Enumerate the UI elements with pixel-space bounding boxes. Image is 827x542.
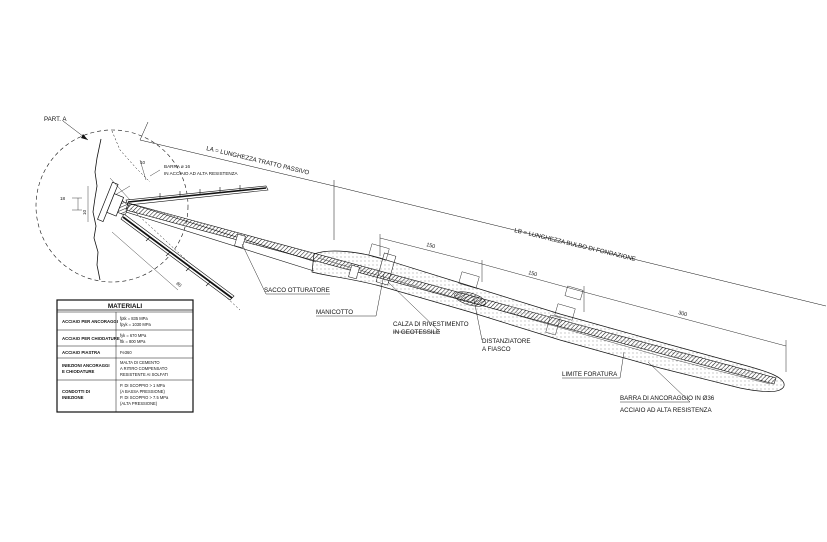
lower-nail	[111, 213, 235, 301]
callout-leaders	[241, 243, 691, 403]
dim-10: 10	[140, 160, 146, 165]
upper-nail	[109, 177, 269, 206]
part-a-label: PART. A	[44, 116, 67, 123]
row2-key: ACCIAIO PER CHIODATURE	[62, 336, 120, 341]
dim-80: 80	[175, 281, 182, 288]
segment-dimensions	[379, 234, 787, 372]
distanziatore-label-1: DISTANZIATORE	[482, 338, 530, 345]
row5-val-3: P. DI SCOPPIO > 7.5 MPa	[120, 395, 169, 400]
detail-circle-part-a	[35, 120, 189, 283]
dim-150-first: 150	[425, 242, 435, 250]
materials-table: MATERIALI ACCIAIO PER ANCORAGGI fptk = 8…	[56, 299, 194, 413]
dim-150-second: 150	[527, 270, 537, 278]
row5-key-2: INIEZIONE	[62, 395, 84, 400]
row2-val-2: ftk = 800 MPa	[120, 339, 146, 344]
row3-key: ACCIAIO PIASTRA	[62, 350, 100, 355]
row1-val-2: fpyk = 1030 MPa	[120, 322, 152, 327]
sacco-otturatore-label: SACCO OTTURATORE	[264, 287, 330, 294]
manicotto-label: MANICOTTO	[316, 309, 353, 316]
row1-val-1: fptk = 835 MPa	[120, 316, 148, 321]
row3-val-1: Fe360	[120, 350, 132, 355]
dim-10b: 10	[82, 209, 87, 215]
barra-16-label: BARRA ø 16	[164, 164, 190, 169]
materials-table-title: MATERIALI	[108, 303, 143, 310]
dim-300: 300	[677, 310, 687, 318]
barra-16-material: IN ACCIAIO AD ALTA RESISTENZA	[164, 171, 239, 176]
head-dimensions	[72, 159, 147, 222]
calza-label-1: CALZA DI RIVESTIMENTO	[393, 321, 469, 328]
row4-val-1: MALTA DI CEMENTO	[120, 360, 160, 365]
dim-18: 18	[60, 196, 66, 201]
row5-val-1: P. DI SCOPPIO > 1 MPa	[120, 383, 166, 388]
calza-label-2: IN GEOTESSILE	[393, 329, 440, 336]
row4-val-3: RESISTENTE AI SOLFATI	[120, 372, 168, 377]
row4-key-1: INIEZIONI ANCORAGGI	[62, 363, 110, 368]
main-anchor	[125, 202, 785, 392]
limite-foratura-label: LIMITE FORATURA	[562, 371, 618, 378]
lb-dimension-line	[333, 180, 827, 307]
lb-label: LB = LUNGHEZZA BULBO DI FONDAZIONE	[514, 227, 637, 263]
barra-16-leader	[149, 169, 161, 177]
row2-val-1: fyk = 670 MPa	[120, 333, 147, 338]
row5-val-4: (ALTA PRESSIONE)	[120, 401, 158, 406]
row4-key-2: E CHIODATURE	[62, 369, 95, 374]
row1-key: ACCIAIO PER ANCORAGGI	[62, 319, 118, 324]
row4-val-2: A RITIRO COMPENSATO	[120, 366, 167, 371]
barra-ancoraggio-label-2: ACCIAIO AD ALTA RESISTENZA	[620, 407, 712, 414]
row5-val-2: (A BASSA PRESSIONE)	[120, 389, 165, 394]
barra-ancoraggio-label-1: BARRA DI ANCORAGGIO IN Ø36	[620, 395, 715, 402]
row5-key-1: CONDOTTI DI	[62, 389, 90, 394]
distanziatore-label-2: A FIASCO	[482, 346, 511, 353]
la-dimension-line	[139, 121, 335, 240]
